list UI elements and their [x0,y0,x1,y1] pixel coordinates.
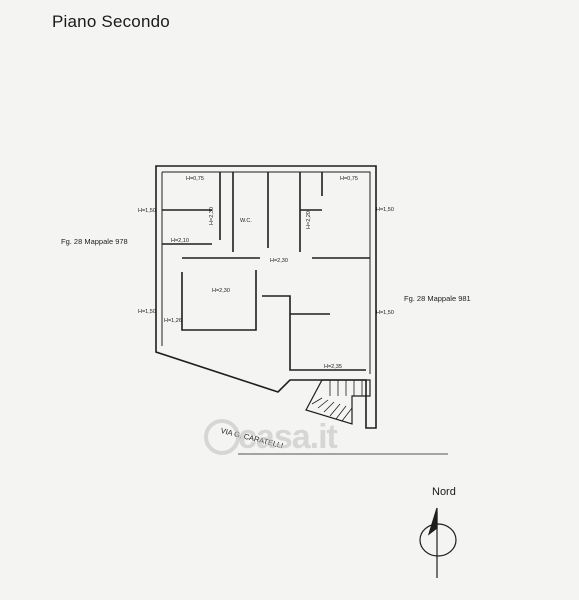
room-label: H=2,35 [324,364,342,370]
room-label: H=1,50 [376,310,394,316]
room-label: H=1,50 [376,207,394,213]
room-label: H=2,10 [171,238,189,244]
room-label: H=2,30 [212,288,230,294]
stair-outline [305,379,371,425]
outer-wall [155,165,377,429]
neighbor-right-label: Fg. 28 Mappale 981 [404,294,471,303]
compass-label: Nord [432,486,456,498]
watermark: casa.it [238,418,338,456]
page-title: Piano Secondo [52,12,170,31]
neighbor-left-label: Fg. 28 Mappale 978 [61,237,128,246]
wall-step [181,270,257,331]
room-label: H=1,26 [164,318,182,324]
inner-wall [161,171,371,374]
room-label: H=2,30 [270,258,288,264]
room-label: H=0,75 [186,176,204,182]
wall-step-2 [262,295,366,371]
room-label: H=0,75 [340,176,358,182]
north-arrow-icon [419,507,457,578]
watermark-logo-icon [204,419,240,455]
room-label: W.C. [240,218,252,224]
room-label: H=1,50 [138,309,156,315]
room-label: H=1,50 [138,208,156,214]
room-label: H=2,30 [208,207,215,225]
room-label: H=2,20 [305,211,312,229]
